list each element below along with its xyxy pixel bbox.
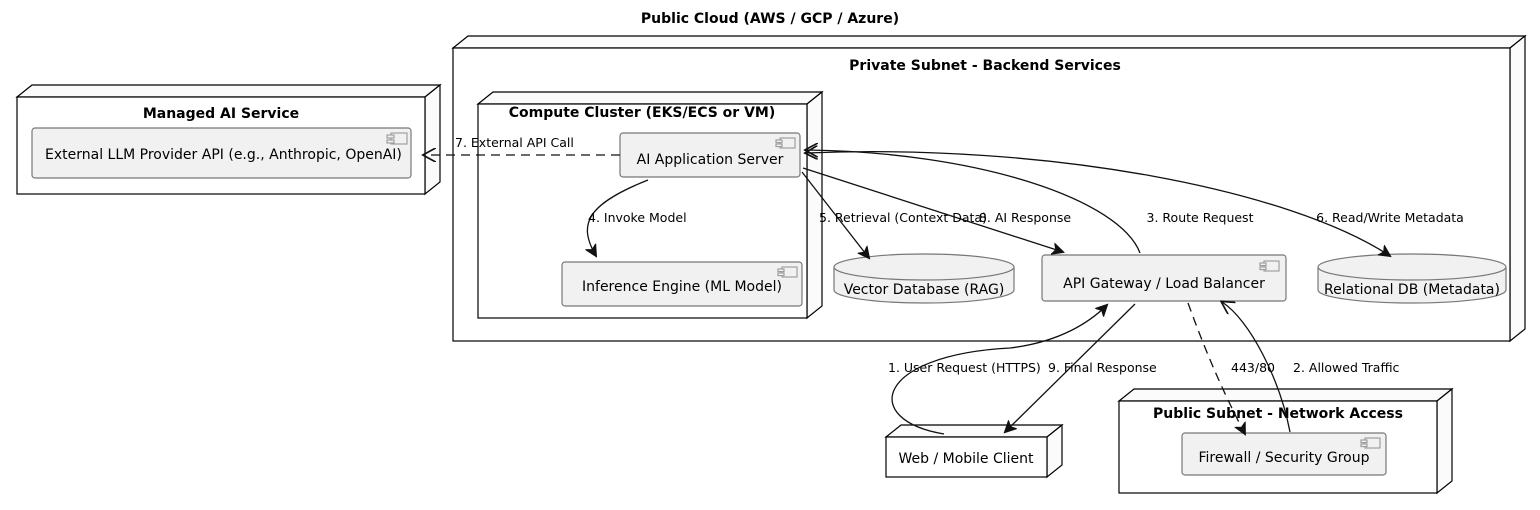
edge-allowed-traffic xyxy=(1222,302,1291,433)
edge-label-read-write-metadata: 6. Read/Write Metadata xyxy=(1316,210,1464,225)
node-label-managed-ai-service: Managed AI Service xyxy=(143,106,299,122)
edge-invoke-model xyxy=(587,179,649,256)
edge-label-ai-response: 8. AI Response xyxy=(979,210,1071,225)
database-relational-db[interactable]: Relational DB (Metadata) xyxy=(1317,253,1507,304)
node-public-subnet[interactable]: Public Subnet - Network Access Firewall … xyxy=(1117,387,1454,495)
database-vector-database[interactable]: Vector Database (RAG) xyxy=(833,253,1015,304)
database-label-vector-database: Vector Database (RAG) xyxy=(844,282,1005,298)
edge-user-request xyxy=(891,305,1107,435)
component-external-llm-provider-api[interactable]: External LLM Provider API (e.g., Anthrop… xyxy=(31,127,412,179)
edge-final-response xyxy=(1005,303,1136,432)
component-label-ai-application-server: AI Application Server xyxy=(637,152,784,168)
node-label-web-mobile-client: Web / Mobile Client xyxy=(898,451,1034,467)
component-icon xyxy=(777,266,798,278)
node-label-public-subnet: Public Subnet - Network Access xyxy=(1153,406,1403,422)
node-label-private-subnet: Private Subnet - Backend Services xyxy=(849,58,1121,74)
component-api-gateway[interactable]: API Gateway / Load Balancer xyxy=(1041,254,1287,302)
component-icon xyxy=(1360,437,1381,449)
edge-label-user-request: 1. User Request (HTTPS) xyxy=(888,360,1041,375)
component-ai-application-server[interactable]: AI Application Server xyxy=(619,132,801,178)
component-label-firewall-security-group: Firewall / Security Group xyxy=(1199,450,1370,466)
database-label-relational-db: Relational DB (Metadata) xyxy=(1324,282,1500,298)
component-icon xyxy=(386,132,408,145)
component-label-inference-engine: Inference Engine (ML Model) xyxy=(582,279,782,295)
diagram-title: Public Cloud (AWS / GCP / Azure) xyxy=(641,11,899,27)
edge-label-ports-443-80: 443/80 xyxy=(1231,360,1275,375)
edge-ports-443-80 xyxy=(1187,302,1245,434)
node-label-compute-cluster: Compute Cluster (EKS/ECS or VM) xyxy=(509,105,776,121)
edge-label-external-api-call: 7. External API Call xyxy=(455,135,574,150)
component-firewall-security-group[interactable]: Firewall / Security Group xyxy=(1181,432,1387,476)
edge-label-route-request: 3. Route Request xyxy=(1147,210,1254,225)
edge-read-write-metadata xyxy=(806,152,1390,256)
edge-label-allowed-traffic: 2. Allowed Traffic xyxy=(1293,360,1400,375)
component-label-api-gateway: API Gateway / Load Balancer xyxy=(1063,276,1265,292)
node-web-mobile-client[interactable]: Web / Mobile Client xyxy=(884,423,1064,479)
component-icon xyxy=(775,137,796,149)
edge-label-invoke-model: 4. Invoke Model xyxy=(588,210,687,225)
node-managed-ai-service[interactable]: Managed AI Service External LLM Provider… xyxy=(15,83,442,196)
edge-label-retrieval-context-data: 5. Retrieval (Context Data) xyxy=(819,210,987,225)
component-inference-engine[interactable]: Inference Engine (ML Model) xyxy=(561,261,803,307)
edge-label-final-response: 9. Final Response xyxy=(1048,360,1157,375)
node-compute-cluster[interactable]: Compute Cluster (EKS/ECS or VM) AI Appli… xyxy=(476,90,824,320)
component-icon xyxy=(1259,260,1280,272)
component-label-external-llm-provider-api: External LLM Provider API (e.g., Anthrop… xyxy=(45,147,402,163)
